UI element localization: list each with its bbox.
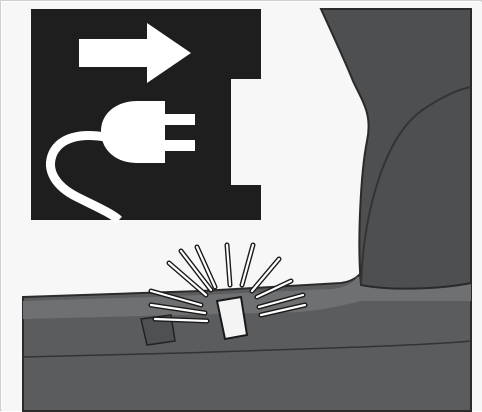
base-tab [140,314,176,346]
glow-rays [148,242,308,324]
tower-contour [360,86,472,286]
arrow-right-icon [79,23,191,83]
base-front-edge [22,340,472,358]
plug-in-pictogram [31,9,261,224]
plug-icon [46,101,195,224]
indicator-light [215,295,249,341]
charger-tower [319,8,472,290]
base-top-face [23,277,471,319]
socket-icon [231,79,261,185]
